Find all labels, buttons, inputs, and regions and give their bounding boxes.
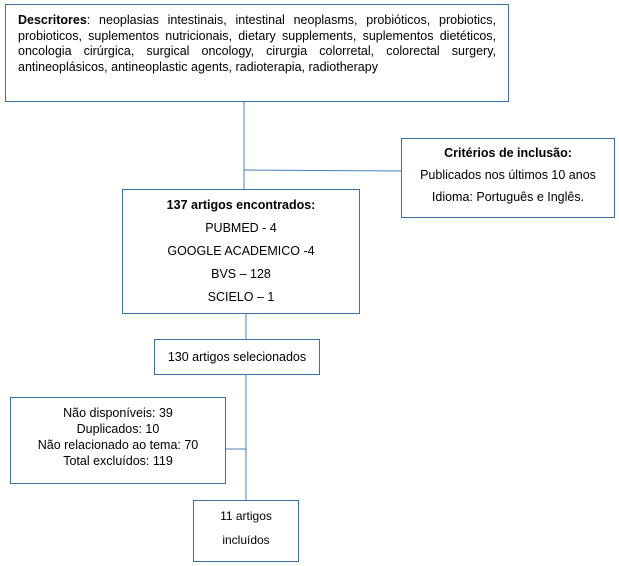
- descriptors-label: Descritores: [18, 13, 87, 27]
- excluded-duplicates: Duplicados: 10: [76, 422, 160, 436]
- included-box: 11 artigos incluídos: [193, 500, 299, 562]
- excluded-unrelated: Não relacionado ao tema: 70: [37, 438, 199, 452]
- excluded-box: Não disponíveis: 39 Duplicados: 10 Não r…: [10, 397, 226, 484]
- connector-criteria-branch: [243, 169, 402, 172]
- source-pubmed: PUBMED - 4: [205, 221, 277, 235]
- descriptors-box: Descritores: neoplasias intestinais, int…: [5, 4, 509, 102]
- inclusion-criteria-box: Critérios de inclusão: Publicados nos úl…: [401, 138, 615, 218]
- excluded-total: Total excluídos: 119: [63, 454, 173, 468]
- source-google-academico: GOOGLE ACADEMICO -4: [167, 244, 315, 258]
- articles-found-box: 137 artigos encontrados: PUBMED - 4 GOOG…: [122, 189, 360, 314]
- articles-found-title: 137 artigos encontrados:: [166, 198, 316, 212]
- descriptors-text: : neoplasias intestinais, intestinal neo…: [18, 13, 496, 74]
- source-bvs: BVS – 128: [211, 267, 271, 281]
- included-line-2: incluídos: [222, 533, 270, 547]
- inclusion-criteria-line-1: Publicados nos últimos 10 anos: [420, 168, 596, 182]
- articles-selected-text: 130 artigos selecionados: [167, 350, 307, 364]
- inclusion-criteria-title: Critérios de inclusão:: [444, 146, 572, 160]
- articles-selected-box: 130 artigos selecionados: [154, 339, 320, 375]
- source-scielo: SCIELO – 1: [207, 290, 275, 304]
- inclusion-criteria-line-2: Idioma: Português e Inglês.: [431, 190, 585, 204]
- excluded-unavailable: Não disponíveis: 39: [63, 406, 173, 420]
- included-line-1: 11 artigos: [220, 509, 272, 523]
